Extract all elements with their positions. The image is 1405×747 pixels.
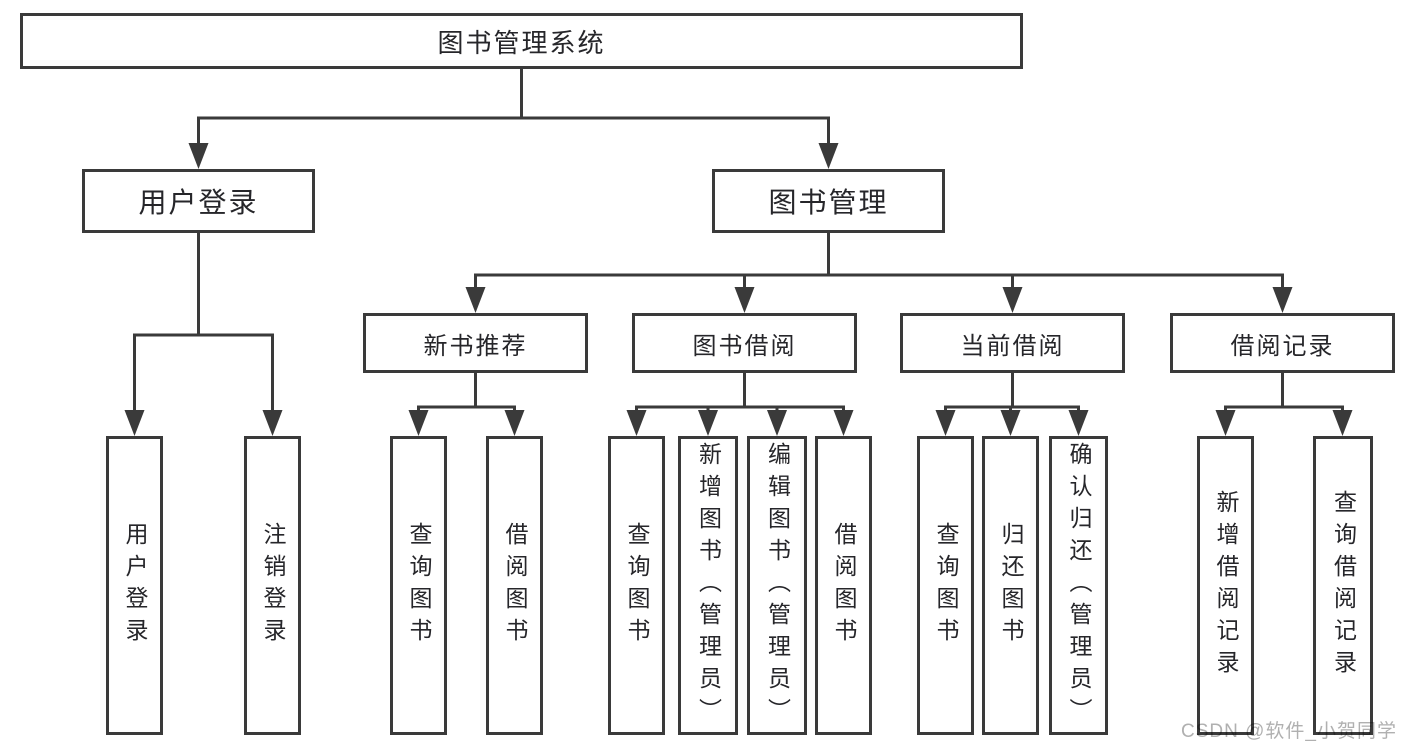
node-root: 图书管理系统 — [20, 13, 1023, 69]
arrowheads — [124, 143, 1353, 436]
leaf-logout-label: 注销登录 — [260, 521, 286, 650]
leaf-br-query-record: 查询借阅记录 — [1313, 436, 1373, 735]
node-current-borrow-label: 当前借阅 — [960, 332, 1065, 360]
node-root-label: 图书管理系统 — [437, 27, 606, 58]
leaf-cb-return-books: 归还图书 — [982, 436, 1039, 735]
leaf-logout: 注销登录 — [244, 436, 301, 735]
leaf-bb-query-books-label: 查询图书 — [624, 521, 650, 650]
leaf-br-add-record-label: 新增借阅记录 — [1213, 489, 1239, 682]
leaf-nb-query-books: 查询图书 — [390, 436, 447, 735]
leaf-bb-query-books: 查询图书 — [608, 436, 665, 735]
leaf-cb-return-books-label: 归还图书 — [998, 521, 1024, 650]
leaf-bb-edit-books-label: 编辑图书（管理员） — [764, 441, 791, 730]
leaf-nb-borrow-books-label: 借阅图书 — [502, 521, 528, 650]
node-book-borrow: 图书借阅 — [632, 313, 857, 373]
leaf-br-query-record-label: 查询借阅记录 — [1330, 489, 1357, 682]
leaf-cb-query-books-label: 查询图书 — [933, 521, 959, 650]
node-book-management: 图书管理 — [712, 169, 945, 233]
node-user-login: 用户登录 — [82, 169, 315, 233]
leaf-bb-add-books: 新增图书（管理员） — [678, 436, 738, 735]
leaf-bb-borrow-books: 借阅图书 — [815, 436, 872, 735]
csdn-watermark: CSDN @软件_小贺同学 — [1181, 721, 1397, 742]
leaf-bb-add-books-label: 新增图书（管理员） — [695, 441, 722, 730]
node-new-book-recommend: 新书推荐 — [363, 313, 588, 373]
node-book-borrow-label: 图书借阅 — [692, 332, 797, 360]
leaf-nb-borrow-books: 借阅图书 — [486, 436, 543, 735]
leaf-user-login-label: 用户登录 — [122, 521, 148, 650]
leaf-cb-query-books: 查询图书 — [917, 436, 974, 735]
leaf-bb-edit-books: 编辑图书（管理员） — [747, 436, 807, 735]
leaf-bb-borrow-books-label: 借阅图书 — [831, 521, 857, 650]
leaf-user-login: 用户登录 — [106, 436, 163, 735]
node-user-login-label: 用户登录 — [138, 187, 259, 218]
node-new-book-recommend-label: 新书推荐 — [423, 332, 528, 360]
leaf-cb-confirm-return: 确认归还（管理员） — [1049, 436, 1108, 735]
leaf-cb-confirm-return-label: 确认归还（管理员） — [1066, 441, 1092, 730]
node-borrow-records: 借阅记录 — [1170, 313, 1395, 373]
node-book-management-label: 图书管理 — [768, 187, 889, 218]
node-borrow-records-label: 借阅记录 — [1230, 332, 1335, 360]
node-current-borrow: 当前借阅 — [900, 313, 1125, 373]
connector-paths — [133, 67, 1344, 414]
leaf-br-add-record: 新增借阅记录 — [1197, 436, 1254, 735]
leaf-nb-query-books-label: 查询图书 — [406, 521, 432, 650]
